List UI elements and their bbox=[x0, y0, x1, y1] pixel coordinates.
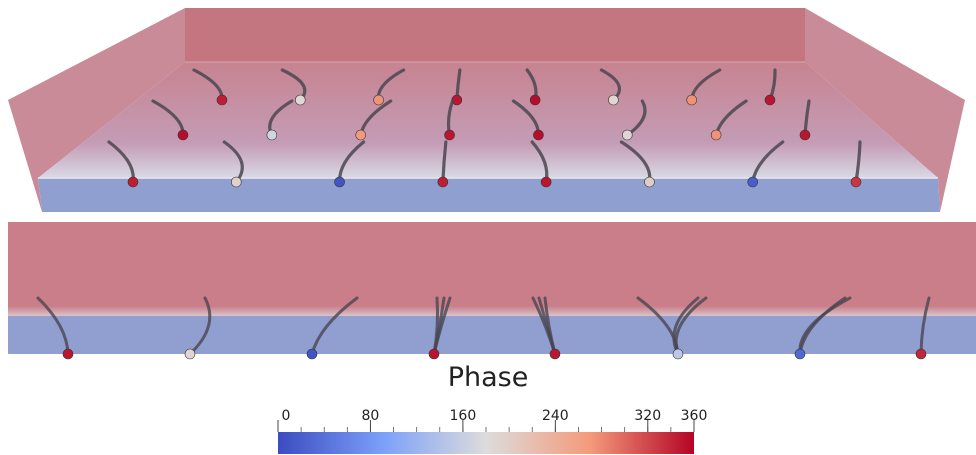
cilium bbox=[266, 99, 294, 141]
colorbar-tick-label: 320 bbox=[634, 408, 662, 424]
colorbar-tick-label: 0 bbox=[281, 408, 291, 424]
colorbar-tick-label: 80 bbox=[361, 408, 380, 424]
top-view-cilia-group bbox=[107, 68, 862, 188]
colorbar bbox=[277, 420, 695, 454]
cilium-base-marker bbox=[529, 94, 541, 106]
cilium-base-marker bbox=[549, 348, 561, 360]
cilium-base-marker bbox=[533, 129, 544, 141]
cilium-base-marker bbox=[437, 176, 449, 188]
right-wall bbox=[805, 8, 965, 212]
cilium-base-marker bbox=[747, 176, 759, 188]
cilium-base-marker bbox=[373, 94, 384, 106]
cilium-base-marker bbox=[710, 129, 722, 141]
cilium bbox=[306, 296, 359, 360]
cilium bbox=[334, 140, 366, 188]
cilium bbox=[184, 296, 212, 360]
bottom-fluid-band bbox=[38, 178, 940, 212]
cilium bbox=[355, 99, 393, 141]
cilium bbox=[36, 296, 74, 360]
cilium-stalk bbox=[310, 296, 359, 356]
cilium bbox=[794, 296, 852, 360]
cilium-base-marker bbox=[764, 94, 776, 106]
cilium bbox=[799, 99, 811, 141]
cilium-base-marker bbox=[306, 348, 318, 360]
colorbar-tick-label: 360 bbox=[680, 408, 708, 424]
left-wall bbox=[8, 8, 185, 212]
cilium-base-marker bbox=[216, 94, 228, 106]
cilium bbox=[222, 140, 244, 188]
cilium bbox=[151, 99, 189, 141]
cilium-base-marker bbox=[184, 348, 196, 360]
cilium bbox=[107, 140, 139, 188]
cilium-base-marker bbox=[850, 176, 862, 188]
cilium-base-marker bbox=[915, 348, 927, 360]
cilium bbox=[437, 140, 449, 188]
cilium bbox=[915, 296, 931, 360]
perspective-view bbox=[8, 8, 965, 212]
cilium bbox=[373, 68, 406, 106]
side-upper-fluid bbox=[8, 222, 976, 310]
cilium bbox=[686, 68, 722, 106]
cilium-base-marker bbox=[355, 129, 367, 141]
cilium bbox=[444, 99, 455, 141]
cilium-base-marker bbox=[127, 176, 139, 188]
colorbar-tick-label: 240 bbox=[541, 408, 569, 424]
side-interface bbox=[8, 306, 976, 316]
cilium-base-marker bbox=[672, 348, 684, 360]
cilium-base-marker bbox=[540, 176, 552, 188]
cilium-base-marker bbox=[62, 348, 74, 360]
cilium bbox=[192, 68, 228, 106]
cilium bbox=[710, 99, 748, 141]
cilium bbox=[636, 296, 708, 360]
cilium bbox=[619, 140, 655, 188]
cilium bbox=[764, 68, 777, 106]
cilium-base-marker bbox=[294, 94, 306, 106]
side-lower-fluid bbox=[8, 316, 976, 354]
cilium bbox=[531, 296, 561, 360]
cilium-base-marker bbox=[266, 129, 278, 141]
cilium bbox=[280, 68, 307, 106]
cilium-stalk bbox=[188, 296, 212, 356]
colorbar-title: Phase bbox=[447, 362, 529, 393]
cilium-base-marker bbox=[621, 129, 633, 141]
cilium bbox=[525, 68, 541, 106]
cilium-base-marker bbox=[644, 176, 655, 188]
floor-upper-fluid bbox=[38, 62, 938, 178]
cilium bbox=[428, 296, 452, 360]
cilium bbox=[850, 140, 862, 188]
colorbar-gradient bbox=[278, 432, 694, 454]
side-view-cilia-group bbox=[36, 296, 931, 360]
cilium-base-marker bbox=[230, 176, 242, 188]
side-view bbox=[8, 222, 976, 360]
cilium-base-marker bbox=[608, 94, 619, 106]
cilium-base-marker bbox=[686, 94, 698, 106]
colorbar-ticks bbox=[277, 420, 695, 432]
cilium-stalk bbox=[674, 296, 708, 356]
cilium-base-marker bbox=[799, 129, 811, 141]
cilium bbox=[530, 140, 552, 188]
cilium-base-marker bbox=[177, 129, 189, 141]
cilium-base-marker bbox=[794, 348, 806, 360]
cilium bbox=[511, 99, 544, 141]
cilium-base-marker bbox=[428, 348, 440, 360]
cilium bbox=[747, 140, 785, 188]
cilium bbox=[451, 68, 463, 106]
cilium bbox=[621, 99, 647, 141]
back-wall bbox=[185, 8, 805, 62]
colorbar-tick-label: 160 bbox=[449, 408, 477, 424]
cilium-stalk bbox=[798, 296, 852, 356]
cilium-base-marker bbox=[444, 129, 455, 141]
cilium bbox=[599, 68, 622, 106]
cilium-base-marker bbox=[334, 176, 345, 188]
